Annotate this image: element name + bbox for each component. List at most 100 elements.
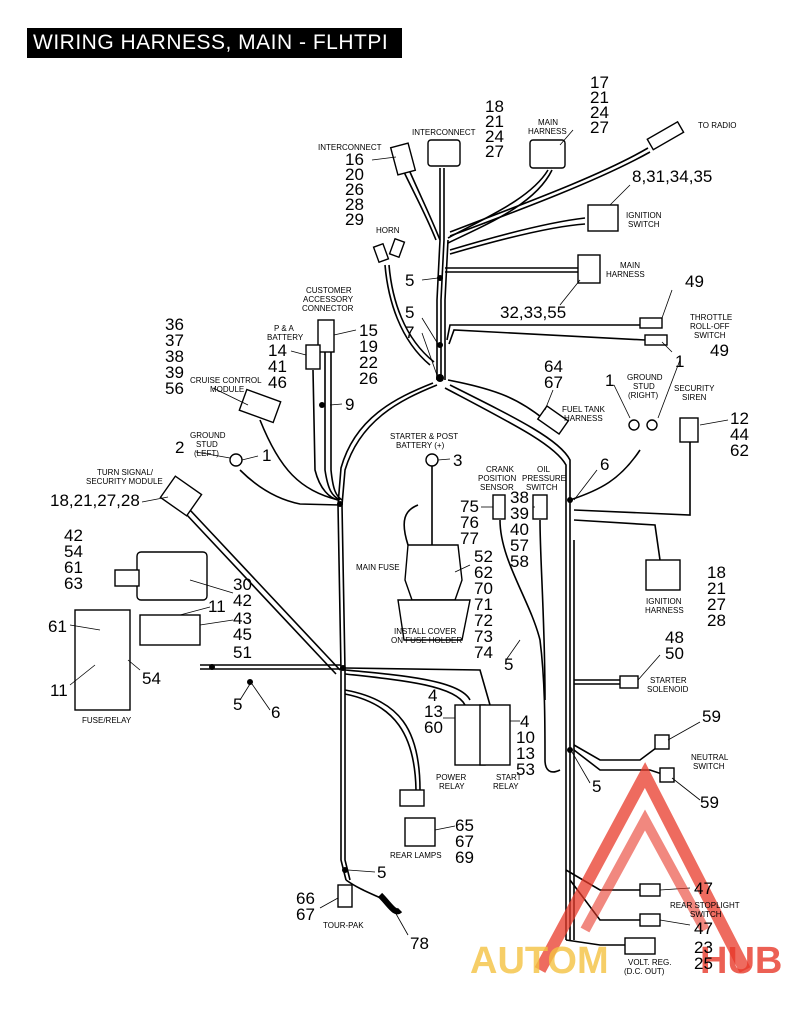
interconnect-mid-connector <box>427 139 461 167</box>
callout-28: 28 <box>345 195 364 214</box>
label-interconnect-left: INTERCONNECT <box>318 143 382 152</box>
callout-60: 60 <box>424 718 443 737</box>
callout-18: 18 <box>707 563 726 582</box>
label-ground-right: GROUND <box>627 373 663 382</box>
junction-clamps <box>209 275 573 873</box>
turn-signal-module <box>159 475 203 517</box>
label-main-harness-right: HARNESS <box>606 270 645 279</box>
starter-post <box>425 453 439 467</box>
callout-7: 7 <box>405 323 414 342</box>
callout-25: 25 <box>694 954 713 973</box>
callout-21: 21 <box>485 112 504 131</box>
label-cruise: MODULE <box>210 385 244 394</box>
callout-39: 39 <box>165 363 184 382</box>
callout-70: 70 <box>474 579 493 598</box>
label-oil: OIL <box>537 465 550 474</box>
horn-connector-b <box>388 237 406 259</box>
label-cruise: CRUISE CONTROL <box>190 376 262 385</box>
callout-51: 51 <box>233 643 252 662</box>
callout-74: 74 <box>474 643 493 662</box>
throttle-connector-b <box>644 334 668 346</box>
label-fuse-relay: FUSE/RELAY <box>82 716 132 725</box>
callout-5: 5 <box>377 863 386 882</box>
label-throttle: ROLL-OFF <box>690 322 730 331</box>
rear-stoplight-connector-a <box>639 883 661 897</box>
label-turn-signal: TURN SIGNAL/ <box>97 468 154 477</box>
callout-67: 67 <box>455 832 474 851</box>
callout-4: 4 <box>428 686 437 705</box>
clamp <box>342 867 348 873</box>
clamp <box>437 342 443 348</box>
main-fuse <box>404 544 463 601</box>
ground-stud-right-b <box>646 419 658 431</box>
callout-53: 53 <box>516 760 535 779</box>
callout-29: 29 <box>345 210 364 229</box>
callout-71: 71 <box>474 595 493 614</box>
callout-15: 15 <box>359 321 378 340</box>
callout-38: 38 <box>165 347 184 366</box>
callout-57: 57 <box>510 536 529 555</box>
start-relay <box>479 704 511 766</box>
label-ground-right: STUD <box>633 382 655 391</box>
fuse-relay-block <box>74 609 131 711</box>
clamp <box>567 747 573 753</box>
callout-13: 13 <box>424 702 443 721</box>
rear-lamps-connector <box>404 817 436 847</box>
callout-6: 6 <box>600 455 609 474</box>
label-start-relay: START <box>496 773 522 782</box>
callout-39: 39 <box>510 504 529 523</box>
label-crank: CRANK <box>486 465 515 474</box>
callout-42: 42 <box>233 591 252 610</box>
label-ignition-harness: HARNESS <box>645 606 684 615</box>
callout-11: 11 <box>50 681 68 700</box>
callout-26: 26 <box>345 180 364 199</box>
starter-solenoid-connector <box>619 675 639 689</box>
label-oil: SWITCH <box>526 483 558 492</box>
clamp <box>209 664 215 670</box>
label-ignition-harness: IGNITION <box>646 597 682 606</box>
watermark-triangle-outer <box>534 762 751 973</box>
callout-14: 14 <box>268 341 287 360</box>
label-pa-battery: BATTERY <box>267 333 304 342</box>
callout-8-31-34-35: 8,31,34,35 <box>632 167 712 186</box>
callout-9: 9 <box>345 395 354 414</box>
callout-23: 23 <box>694 938 713 957</box>
callout-45: 45 <box>233 625 252 644</box>
label-main-harness-top: MAIN <box>538 118 558 127</box>
label-pa-battery: P & A <box>274 324 295 333</box>
callout-5: 5 <box>405 303 414 322</box>
label-rear-stoplight: REAR STOPLIGHT <box>670 901 740 910</box>
label-horn: HORN <box>376 226 400 235</box>
callout-52: 52 <box>474 547 493 566</box>
callout-72: 72 <box>474 611 493 630</box>
callout-24: 24 <box>590 103 609 122</box>
callout-12: 12 <box>730 409 749 428</box>
callout-10: 10 <box>516 728 535 747</box>
label-rear-lamps: REAR LAMPS <box>390 851 442 860</box>
callout-18: 18 <box>485 97 504 116</box>
page-title: WIRING HARNESS, MAIN - FLHTPI <box>33 31 389 54</box>
wires <box>185 147 691 946</box>
tour-pak-connector <box>337 884 353 908</box>
oil-pressure-switch <box>532 494 548 520</box>
components <box>74 120 699 955</box>
callout-56: 56 <box>165 379 184 398</box>
callout-4: 4 <box>520 712 529 731</box>
label-throttle: THROTTLE <box>690 313 732 322</box>
callout-27: 27 <box>590 118 609 137</box>
callout-59: 59 <box>700 793 719 812</box>
label-starter-post: BATTERY (+) <box>396 441 445 450</box>
label-ground-left: GROUND <box>190 431 226 440</box>
callout-75: 75 <box>460 497 479 516</box>
callout-5: 5 <box>592 777 601 796</box>
callout-38: 38 <box>510 488 529 507</box>
callout-49: 49 <box>710 341 729 360</box>
callout-6: 6 <box>271 703 280 722</box>
callout-63: 63 <box>64 574 83 593</box>
watermark-text-right: HUB <box>700 940 782 982</box>
callout-73: 73 <box>474 627 493 646</box>
callout-1: 1 <box>262 446 271 465</box>
label-customer-accessory: CUSTOMER <box>306 286 352 295</box>
label-turn-signal: SECURITY MODULE <box>86 477 163 486</box>
label-neutral: SWITCH <box>693 762 725 771</box>
